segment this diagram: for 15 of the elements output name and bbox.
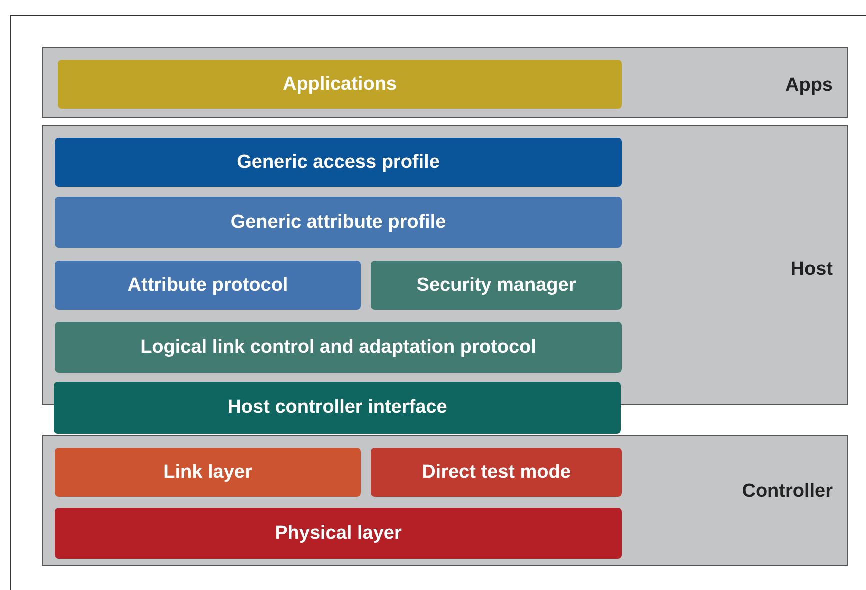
layer-label: Apps: [786, 75, 833, 97]
protocol-block: Applications: [58, 60, 622, 109]
layer-label: Host: [790, 259, 833, 281]
protocol-block: Host controller interface: [54, 382, 621, 434]
layer-label: Controller: [742, 481, 833, 503]
protocol-block: Attribute protocol: [55, 261, 361, 310]
layer-band: [42, 47, 848, 118]
protocol-block: Generic access profile: [55, 138, 622, 187]
protocol-block: Physical layer: [55, 508, 622, 559]
protocol-block: Link layer: [55, 448, 361, 497]
protocol-block: Logical link control and adaptation protocol: [55, 322, 622, 373]
layer-band: [42, 435, 848, 566]
protocol-block: Direct test mode: [371, 448, 622, 497]
protocol-block: Security manager: [371, 261, 622, 310]
protocol-block: Generic attribute profile: [55, 197, 622, 248]
